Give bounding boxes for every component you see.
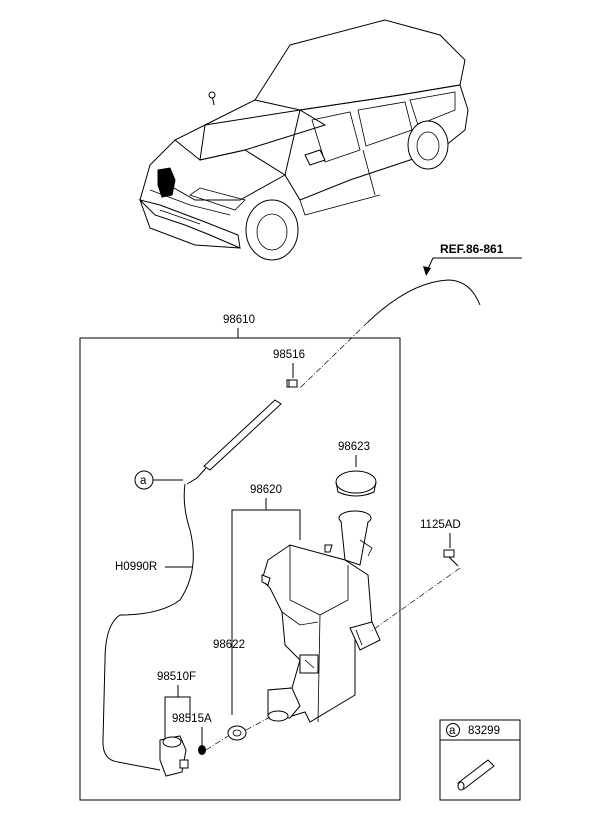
callout-a: a xyxy=(134,470,183,490)
cap-label: 98623 xyxy=(338,441,370,453)
svg-text:a: a xyxy=(140,475,147,487)
pump-part xyxy=(159,735,189,777)
ref-label: REF.86-861 xyxy=(440,242,504,256)
car-illustration xyxy=(138,19,469,261)
nozzle-label: 98516 xyxy=(273,349,305,361)
legend-circle xyxy=(446,723,460,737)
cap-part xyxy=(335,470,377,497)
assembly-label: 98610 xyxy=(223,314,255,326)
pump-label: 98510F xyxy=(157,671,196,683)
bolt-label: 1125AD xyxy=(420,519,461,531)
grommet-label: 98622 xyxy=(213,639,245,651)
hose-label: H0990R xyxy=(115,561,157,573)
rear-wheel xyxy=(407,120,449,170)
seal-part xyxy=(198,745,206,755)
hose-tube xyxy=(102,399,282,771)
connector-tube-part xyxy=(457,759,495,791)
reservoir-label: 98620 xyxy=(250,484,282,496)
front-wheel xyxy=(245,199,299,261)
ref-callout: REF.86-861 xyxy=(299,242,522,389)
legend-circle-label: a xyxy=(449,725,456,737)
legend-box: a 83299 xyxy=(439,719,521,801)
grommet-part xyxy=(227,725,247,741)
legend-part-number: 83299 xyxy=(468,725,500,737)
seal-label: 98515A xyxy=(172,713,212,725)
reservoir-tank xyxy=(261,510,381,723)
assembly-frame xyxy=(79,337,401,801)
bolt-part xyxy=(443,549,459,567)
nozzle-part xyxy=(286,379,298,388)
reservoir-location-highlight xyxy=(157,167,176,198)
